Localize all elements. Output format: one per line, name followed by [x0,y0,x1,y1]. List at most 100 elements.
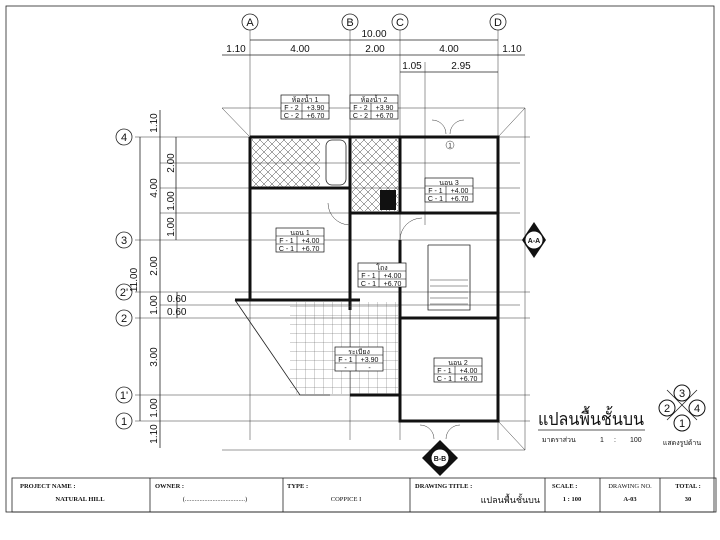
grid-row-1: 1 [115,412,133,430]
svg-text:1.00: 1.00 [149,398,160,418]
svg-text:1: 1 [121,416,127,428]
svg-text:COPPICE I: COPPICE I [331,496,362,503]
svg-text:1 : 100: 1 : 100 [563,496,581,503]
bathroom-1-tiles [252,139,320,187]
svg-text:1.10: 1.10 [149,424,160,444]
room-label: นอน 1F - 1+4.00C - 1+6.70 [275,227,325,253]
section-marker-a-a: A-A [522,222,546,258]
ceiling-code: C - 2 [353,113,368,120]
svg-text:10.00: 10.00 [361,29,386,40]
scale-value: 1 [600,437,604,444]
door-marker: 1 [445,140,455,150]
svg-text:(.............................: (.....................................) [183,496,247,503]
grid-column-d: D [489,13,507,31]
drawing-frame [5,5,715,513]
grid-column-c: C [391,13,409,31]
ceiling-level: +6.70 [451,196,469,203]
svg-text:2.00: 2.00 [365,44,385,55]
ceiling-code: C - 2 [284,113,299,120]
floor-level: +3.90 [361,357,379,364]
room-name: นอน 2 [448,360,468,367]
svg-text:NATURAL HILL: NATURAL HILL [55,496,105,503]
svg-text:2.95: 2.95 [451,61,471,72]
svg-text:SCALE :: SCALE : [552,483,577,490]
floor-code: F - 1 [361,273,375,280]
ceiling-code: C - 1 [279,246,294,253]
scale-value-100: 100 [630,437,642,444]
svg-text:PROJECT NAME :: PROJECT NAME : [20,483,76,490]
svg-text:4: 4 [694,403,700,415]
svg-text:4.00: 4.00 [290,44,310,55]
grid-row-4: 4 [115,128,133,146]
svg-text:B: B [346,17,353,29]
ceiling-code: C - 1 [361,281,376,288]
svg-text:1.00: 1.00 [166,191,177,211]
svg-text:TYPE :: TYPE : [287,483,308,490]
grid-row-2prime: 2' [115,283,133,301]
svg-text:3: 3 [679,388,685,400]
room-label: ระเบียงF - 1+3.90-- [334,346,384,372]
svg-text:1.10: 1.10 [226,44,246,55]
svg-text:1: 1 [679,418,685,430]
room-name: ห้องน้ำ 2 [361,93,388,104]
ceiling-code: C - 1 [437,376,452,383]
svg-text:DRAWING TITLE :: DRAWING TITLE : [415,483,472,490]
plan-title: แปลนพื้นชั้นบน [538,406,644,429]
room-label: นอน 2F - 1 +4.00 C - 1 +6.70 [433,357,483,383]
section-marker-b-b: B-B [422,440,458,476]
ceiling-level: +6.70 [384,281,402,288]
room-name: ระเบียง [348,348,370,356]
walls [234,135,500,423]
grid-row-1prime: 1' [115,386,133,404]
floor-level: +4.00 [460,368,478,375]
stair [430,279,468,305]
svg-text:3.00: 3.00 [149,347,160,367]
svg-text:DRAWING NO.: DRAWING NO. [608,483,652,490]
room-name: โถง [376,263,387,272]
floor-code: F - 1 [437,368,451,375]
floor-level: +4.00 [451,188,469,195]
svg-text:A-03: A-03 [623,496,637,503]
room-name: นอน 1 [290,230,310,237]
floor-code: F - 2 [284,105,298,112]
svg-text:A: A [246,17,254,29]
svg-text:D: D [494,17,502,29]
svg-text:2: 2 [121,313,127,325]
room-labels: ห้องน้ำ 1F - 2+3.90C - 2+6.70ห้องน้ำ 2F … [275,93,483,383]
floor-code: F - 1 [428,188,442,195]
svg-text:1.00: 1.00 [166,217,177,237]
svg-text:TOTAL :: TOTAL : [675,483,701,490]
floor-code: F - 1 [338,357,352,364]
svg-text:0.60: 0.60 [167,294,187,305]
bathtub-icon [325,139,347,186]
svg-text:1': 1' [120,390,128,402]
elevation-key: 3 2 4 1 แสดงรูปด้าน [658,384,706,447]
ceiling-level: +6.70 [376,113,394,120]
svg-text:1.10: 1.10 [149,113,160,133]
ceiling-level: +6.70 [307,113,325,120]
title-block: PROJECT NAME : NATURAL HILL OWNER : (...… [11,477,717,513]
svg-text:11.00: 11.00 [129,267,140,292]
scale-label: มาตราส่วน [542,437,576,444]
svg-text:C: C [396,17,404,29]
ceiling-level: +6.70 [302,246,320,253]
svg-text:2: 2 [664,403,670,415]
grid-column-a: A [241,13,259,31]
ceiling-code: - [344,365,347,372]
svg-text:A-A: A-A [528,238,540,245]
svg-text:2.00: 2.00 [166,153,177,173]
ceiling-level: - [368,365,371,372]
svg-text:30: 30 [685,496,692,503]
room-label: นอน 3F - 1+4.00C - 1+6.70 [424,177,474,203]
svg-text:3: 3 [121,235,127,247]
svg-text:1.10: 1.10 [502,44,522,55]
svg-text:1: 1 [448,144,452,150]
svg-text:แสดงรูปด้าน: แสดงรูปด้าน [663,439,701,447]
ceiling-level: +6.70 [460,376,478,383]
grid-row-3: 3 [115,231,133,249]
svg-text:OWNER :: OWNER : [155,483,184,490]
svg-text:0.60: 0.60 [167,307,187,318]
floor-code: F - 2 [353,105,367,112]
